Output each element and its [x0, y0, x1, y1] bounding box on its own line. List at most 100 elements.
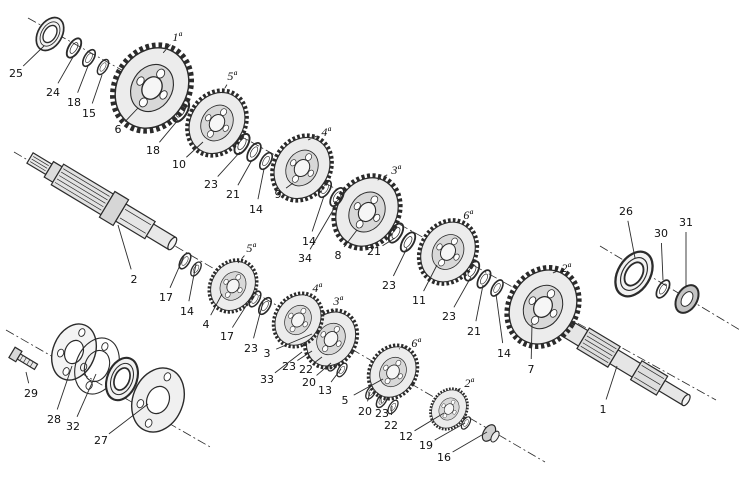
- part-number-label: 22: [384, 419, 398, 432]
- gear-position-label: 3ª: [390, 163, 401, 177]
- callout-leader-line: [414, 412, 445, 432]
- part-number-label: 16: [437, 451, 451, 464]
- callout-leader-line: [452, 431, 488, 453]
- gear-label-leader-line: [162, 44, 171, 54]
- input-bearing: [29, 11, 71, 57]
- callout-leader-line: [257, 168, 265, 200]
- part-number-label: 23: [442, 310, 456, 323]
- part-number-label: 14: [180, 305, 194, 318]
- callout-leader-line: [76, 373, 97, 418]
- callout-leader-line: [297, 350, 313, 361]
- part-number-label: 23: [282, 360, 296, 373]
- gear-label-leader-line: [453, 220, 460, 225]
- washer-ring: [255, 294, 275, 318]
- leader-lines-layer: [22, 44, 687, 453]
- part-number-label: 21: [367, 245, 381, 258]
- callout-leader-line: [367, 391, 371, 402]
- callout-leader-line: [169, 255, 185, 289]
- part-number-label: 29: [24, 387, 38, 400]
- cover-axis: [5, 329, 213, 449]
- callout-leader-line: [382, 237, 396, 247]
- callout-leader-line: [495, 293, 504, 344]
- gear-position-label: 1ª: [172, 30, 182, 44]
- gear-label-leader-line: [398, 345, 407, 350]
- callout-leader-line: [434, 422, 466, 441]
- cover-bolt: [8, 346, 39, 371]
- part-number-label: 23: [375, 407, 389, 420]
- part-number-label: 14: [249, 203, 263, 216]
- callout-leader-line: [285, 182, 294, 189]
- end-seal: [674, 284, 700, 314]
- part-number-label: 14: [302, 235, 316, 248]
- part-number-label: 21: [226, 188, 240, 201]
- gear-label-leader-line: [302, 293, 309, 298]
- gear-label-leader-line: [221, 84, 228, 94]
- callout-leader-line: [253, 301, 264, 339]
- part-number-label: 18: [146, 144, 160, 157]
- gear-position-label: 2ª: [561, 261, 571, 275]
- callout-leader-line: [186, 141, 204, 158]
- part-number-label: 17: [159, 291, 173, 304]
- sleeve-ring: [94, 56, 112, 78]
- callout-leader-line: [276, 333, 313, 350]
- callout-leader-line: [453, 276, 472, 308]
- callout-leader-line: [77, 65, 89, 93]
- part-number-label: 24: [46, 86, 60, 99]
- gear-position-label: 4ª: [321, 125, 331, 139]
- part-number-label: 17: [220, 330, 234, 343]
- part-number-label: 18: [67, 96, 81, 109]
- callout-leader-line: [25, 371, 30, 384]
- callout-leader-line: [311, 195, 325, 232]
- washer-ring: [487, 277, 507, 299]
- part-number-label: 23: [382, 279, 396, 292]
- washer-ring: [187, 259, 205, 279]
- part-number-label: 34: [298, 252, 312, 265]
- gear-position-label: 6ª: [463, 208, 473, 222]
- part-number-label: 14: [497, 347, 511, 360]
- gear-label-leader-line: [549, 271, 557, 275]
- gear-label-leader-line: [307, 135, 318, 141]
- part-number-label: 31: [679, 216, 693, 229]
- washer-ring: [62, 35, 86, 61]
- part-number-label: 22: [299, 363, 313, 376]
- part-number-label: 20: [302, 376, 316, 389]
- part-number-label: 1: [600, 403, 607, 416]
- part-number-label: 2: [131, 273, 138, 286]
- part-number-label: 33: [260, 373, 274, 386]
- callout-leader-line: [343, 229, 358, 248]
- part-number-label: 27: [94, 434, 108, 447]
- callout-leader-line: [392, 247, 408, 277]
- gear-position-label: 2ª: [464, 376, 474, 390]
- part-number-label: 28: [47, 413, 61, 426]
- part-number-label: 12: [399, 430, 413, 443]
- part-number-label: 15: [82, 107, 96, 120]
- callout-leader-line: [530, 323, 533, 360]
- bearing-cover: [131, 367, 185, 433]
- callout-leader-line: [91, 74, 103, 104]
- callout-leader-line: [475, 284, 484, 322]
- callout-leader-line: [117, 224, 132, 270]
- callout-leader-line: [237, 159, 253, 186]
- gear-position-label: 5ª: [246, 241, 256, 255]
- callout-leader-line: [22, 45, 45, 67]
- part-number-label: 20: [358, 405, 372, 418]
- retainer-plate: [51, 323, 97, 381]
- callout-leader-line: [108, 403, 149, 435]
- gear-position-label: 3ª: [332, 294, 343, 308]
- callout-leader-line: [159, 119, 179, 143]
- callout-leader-line: [330, 368, 342, 383]
- part-number-label: 19: [419, 439, 433, 452]
- callout-leader-line: [188, 263, 197, 302]
- callout-leader-line: [313, 356, 323, 364]
- callout-leader-line: [423, 264, 438, 292]
- part-number-label: 3: [264, 347, 271, 360]
- part-number-label: 23: [244, 342, 258, 355]
- output-bearing-axis: [599, 245, 741, 331]
- part-number-label: 10: [172, 158, 186, 171]
- main-shaft: [26, 152, 178, 251]
- part-number-label: 23: [204, 178, 218, 191]
- callout-leader-line: [353, 378, 384, 396]
- part-number-label: 4: [203, 318, 210, 331]
